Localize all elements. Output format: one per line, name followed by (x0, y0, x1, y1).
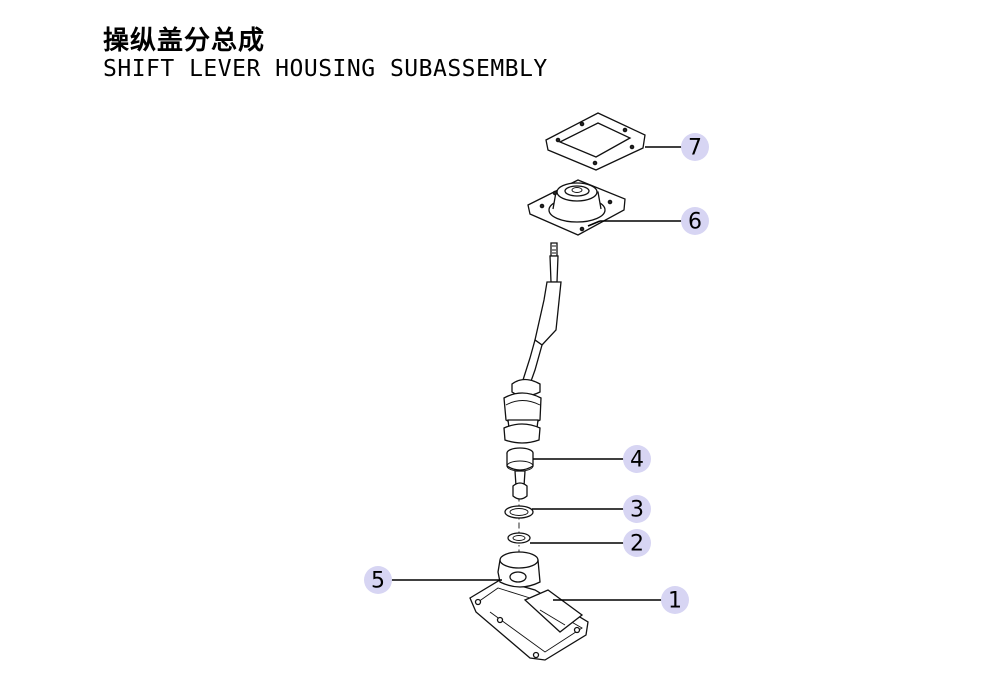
part-7-gasket (545, 112, 646, 171)
page-title-chinese: 操纵盖分总成 (103, 26, 266, 56)
callout-2-label: 2 (630, 532, 644, 557)
callout-5: 5 (364, 566, 392, 594)
part-6-boot-plate (527, 179, 626, 236)
page-title-english: SHIFT LEVER HOUSING SUBASSEMBLY (103, 56, 548, 82)
shift-lever (503, 242, 562, 444)
callout-1: 1 (661, 586, 689, 614)
callout-4: 4 (623, 445, 651, 473)
callout-4-label: 4 (630, 448, 644, 473)
callout-7: 7 (681, 133, 709, 161)
part-3-snap-ring (504, 505, 534, 519)
part-2-washer (507, 532, 531, 544)
callout-6-label: 6 (688, 210, 702, 235)
callout-7-label: 7 (688, 136, 702, 161)
callout-3: 3 (623, 495, 651, 523)
callout-2: 2 (623, 529, 651, 557)
part-1-housing (469, 579, 589, 661)
leader-6a (587, 220, 601, 227)
part-5-dome (497, 551, 541, 588)
callout-5-label: 5 (371, 569, 385, 594)
part-4-ball-joint (506, 447, 534, 500)
callout-1-label: 1 (668, 589, 682, 614)
callout-3-label: 3 (630, 498, 644, 523)
callout-6: 6 (681, 207, 709, 235)
